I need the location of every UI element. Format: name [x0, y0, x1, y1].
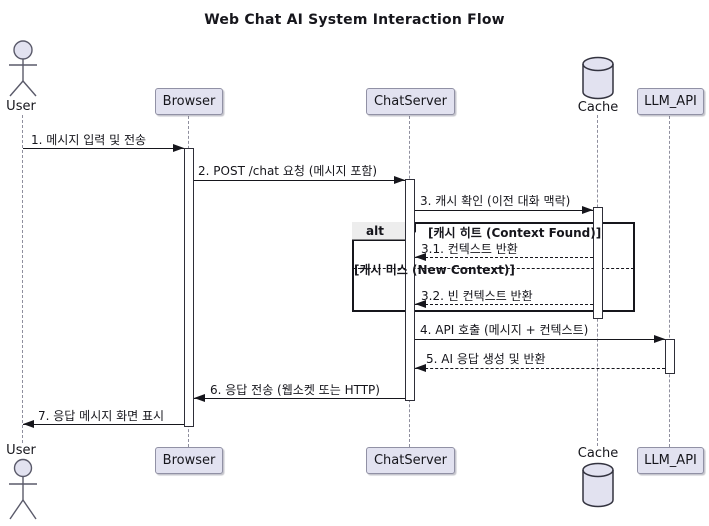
- alt-frame: alt: [352, 222, 635, 312]
- message-3-2-label: 3.2. 빈 컨텍스트 반환: [421, 289, 533, 303]
- message-3-2-arrowhead: [415, 299, 426, 308]
- participant-chatserver-label: ChatServer: [373, 94, 447, 109]
- participant-llm-api-label: LLM_API: [644, 94, 697, 109]
- participant-chatserver-bottom: ChatServer: [366, 447, 455, 474]
- alt-operator-label: alt: [352, 222, 415, 240]
- participant-chatserver-label: ChatServer: [373, 453, 447, 468]
- activation-browser: [184, 148, 194, 427]
- message-4-line: [415, 339, 665, 340]
- message-3-1-label: 3.1. 컨텍스트 반환: [421, 242, 518, 256]
- participant-chatserver-top: ChatServer: [366, 88, 455, 115]
- message-3-1-line: [415, 257, 593, 258]
- activation-llm-api: [665, 339, 675, 374]
- message-7-label: 7. 응답 메시지 화면 표시: [38, 409, 165, 423]
- participant-llm-api-bottom: LLM_API: [637, 447, 704, 474]
- message-4-label: 4. API 호출 (메시지 + 컨텍스트): [420, 323, 589, 337]
- lifeline-llm-api: [669, 116, 670, 447]
- message-3-line: [415, 210, 593, 211]
- alt-divider: [353, 268, 634, 269]
- message-1-arrowhead: [173, 143, 184, 152]
- message-7-line: [23, 424, 184, 425]
- message-1-line: [23, 148, 184, 149]
- participant-llm-api-top: LLM_API: [637, 88, 704, 115]
- message-2-label: 2. POST /chat 요청 (메시지 포함): [198, 164, 378, 178]
- message-1-label: 1. 메시지 입력 및 전송: [31, 133, 147, 147]
- message-5-label: 5. AI 응답 생성 및 반환: [426, 352, 546, 366]
- message-3-label: 3. 캐시 확인 (이전 대화 맥락): [420, 194, 571, 208]
- participant-llm-api-label: LLM_API: [644, 453, 697, 468]
- lifeline-user: [22, 115, 23, 443]
- activation-chatserver: [405, 179, 415, 401]
- activation-cache: [593, 207, 603, 319]
- message-3-2-line: [415, 304, 593, 305]
- database-icon: [582, 462, 614, 508]
- message-6-line: [194, 398, 405, 399]
- participant-cache-top-label: Cache: [577, 100, 619, 115]
- participant-user-top-label: User: [6, 99, 36, 114]
- message-7-arrowhead: [23, 419, 34, 428]
- actor-icon: [9, 40, 37, 97]
- message-3-1-arrowhead: [415, 252, 426, 261]
- database-icon: [582, 56, 614, 100]
- message-5-arrowhead: [415, 363, 426, 372]
- message-5-line: [415, 368, 665, 369]
- message-4-arrowhead: [654, 334, 665, 343]
- participant-cache-bottom-label: Cache: [577, 446, 619, 461]
- participant-browser-bottom: Browser: [155, 447, 223, 474]
- message-2-arrowhead: [394, 175, 405, 184]
- guard-cache-hit: [캐시 히트 (Context Found)]: [428, 226, 602, 240]
- message-3-arrowhead: [582, 205, 593, 214]
- message-2-line: [194, 180, 405, 181]
- participant-browser-top: Browser: [155, 88, 223, 115]
- participant-browser-label: Browser: [162, 453, 216, 468]
- message-6-arrowhead: [194, 393, 205, 402]
- actor-icon: [9, 458, 37, 520]
- message-6-label: 6. 응답 전송 (웹소켓 또는 HTTP): [210, 383, 380, 397]
- participant-user-bottom-label: User: [6, 443, 36, 458]
- diagram-title: Web Chat AI System Interaction Flow: [204, 12, 505, 28]
- guard-cache-miss: [캐시 미스 (New Context)]: [354, 263, 515, 277]
- alt-operator-tab: alt: [352, 222, 416, 241]
- participant-browser-label: Browser: [162, 94, 216, 109]
